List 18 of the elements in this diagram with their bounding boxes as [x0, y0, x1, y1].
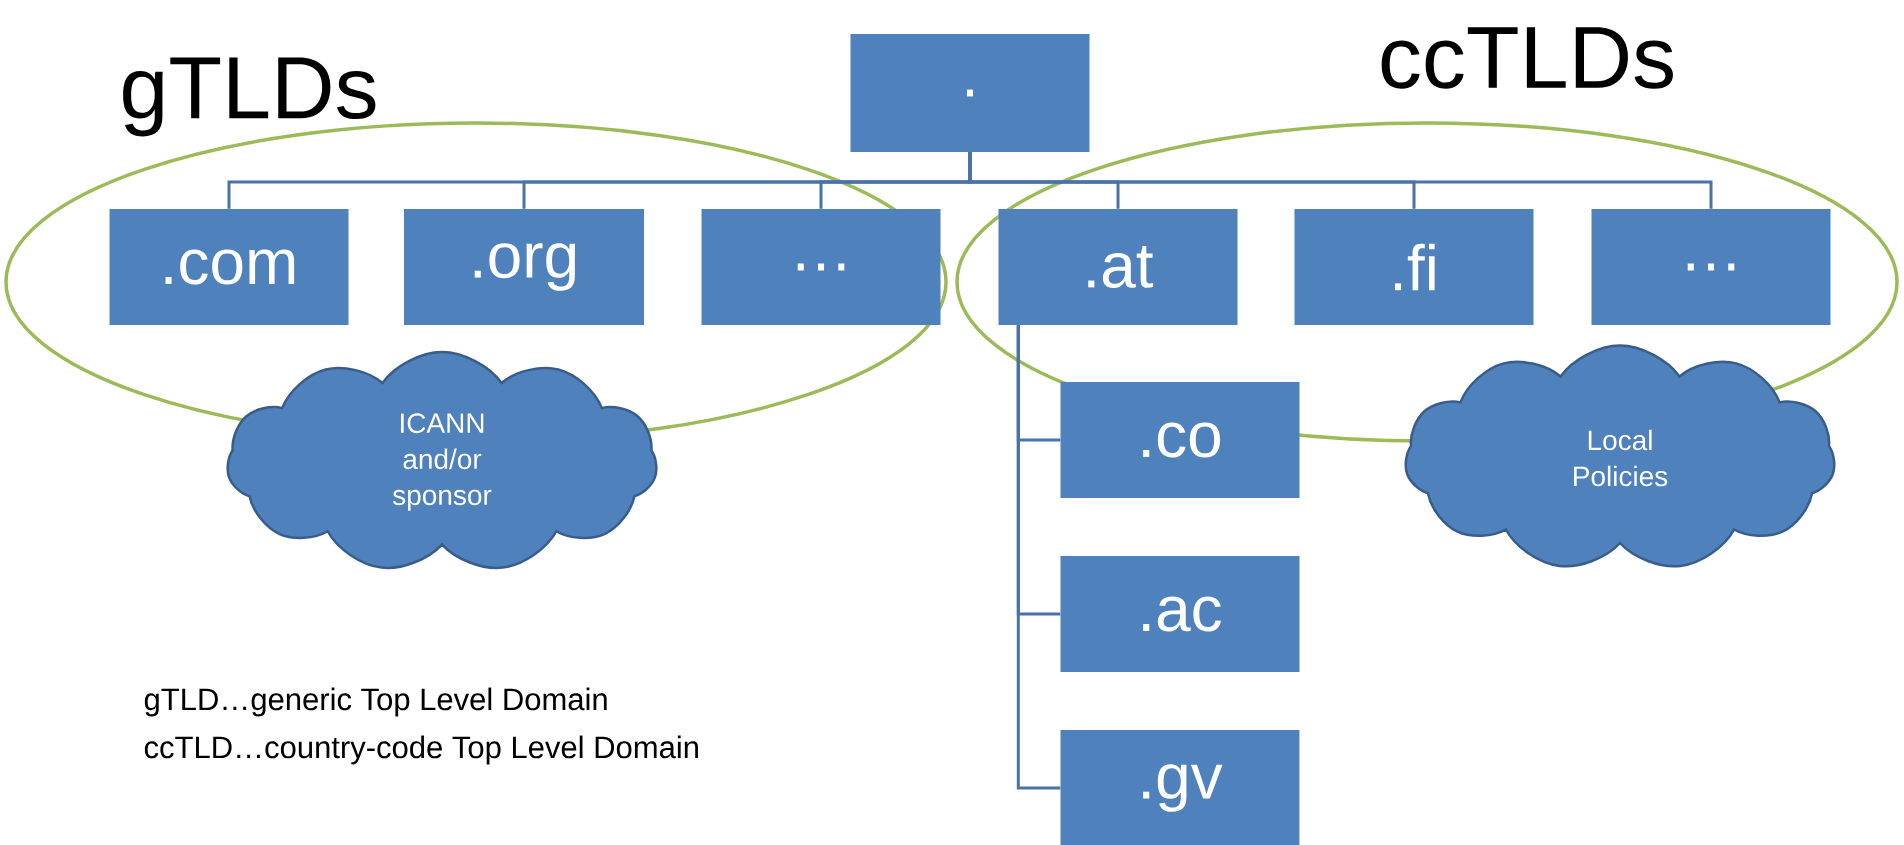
domain-box: … [1591, 209, 1831, 325]
domain-box: .org [404, 209, 644, 325]
domain-box: .com [109, 209, 349, 325]
definition-note: gTLD…generic Top Level Domain [144, 687, 607, 717]
domain-box: .fi [1294, 209, 1534, 325]
domain-box: … [701, 209, 941, 325]
domain-box: .ac [1060, 556, 1300, 672]
domain-box: .at [998, 209, 1238, 325]
policy-cloud: ICANN and/or sponsor [226, 350, 658, 570]
domain-box: . [850, 34, 1090, 152]
domain-box: .co [1060, 382, 1300, 498]
group-title: ccTLDs [1381, 27, 1673, 89]
domain-box: .gv [1060, 730, 1300, 845]
tree-connector [968, 152, 1713, 209]
tree-connector [1016, 325, 1061, 790]
group-title: gTLDs [123, 57, 376, 137]
policy-cloud: Local Policies [1404, 344, 1836, 568]
definition-note: ccTLD…country-code Top Level Domain [144, 735, 698, 765]
